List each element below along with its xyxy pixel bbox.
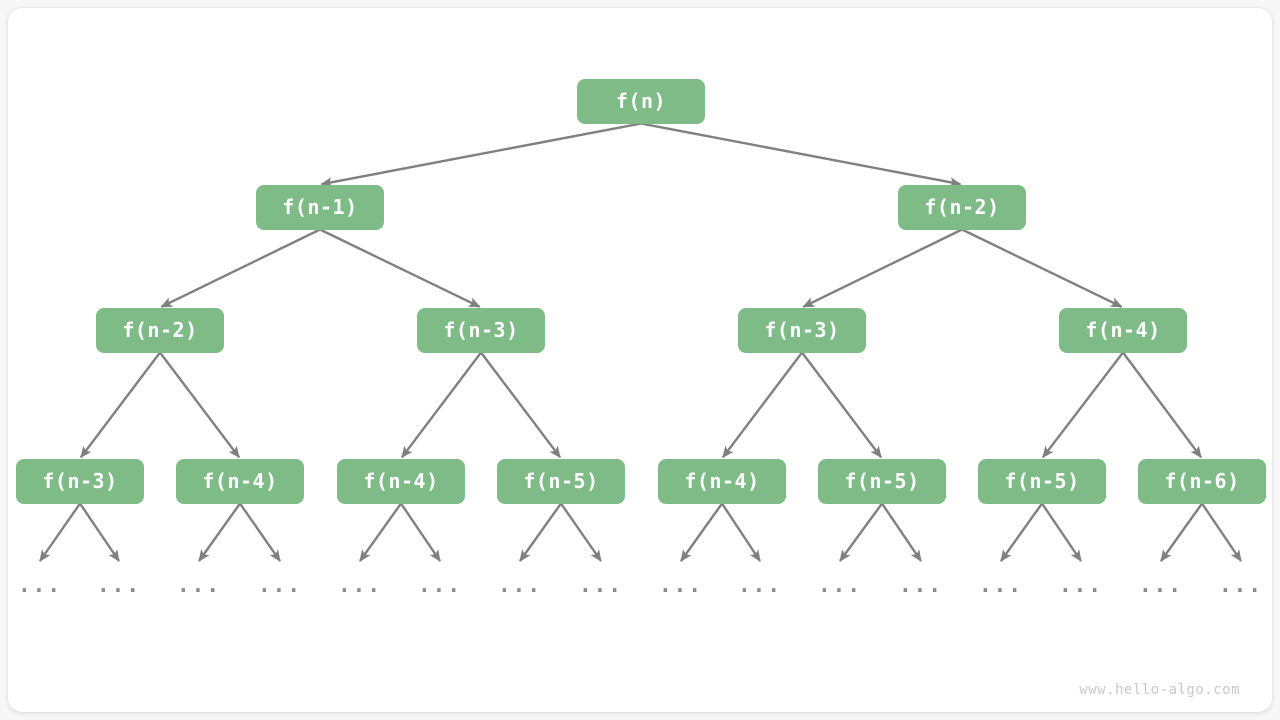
ellipsis-marker: ... (979, 573, 1023, 597)
tree-node[interactable]: f(n-2) (898, 184, 1026, 230)
tree-node[interactable]: f(n-5) (818, 458, 946, 504)
tree-node[interactable]: f(n-5) (497, 458, 625, 504)
tree-node[interactable]: f(n) (577, 78, 705, 124)
ellipsis-marker: ... (1139, 573, 1183, 597)
ellipsis-marker: ... (498, 573, 542, 597)
tree-node[interactable]: f(n-6) (1138, 458, 1266, 504)
watermark: www.hello-algo.com (1079, 682, 1240, 698)
ellipsis-marker: ... (579, 573, 623, 597)
ellipsis-marker: ... (899, 573, 943, 597)
ellipsis-marker: ... (1059, 573, 1103, 597)
ellipsis-marker: ... (97, 573, 141, 597)
tree-node[interactable]: f(n-3) (16, 458, 144, 504)
ellipsis-marker: ... (338, 573, 382, 597)
tree-node[interactable]: f(n-1) (256, 184, 384, 230)
ellipsis-marker: ... (177, 573, 221, 597)
tree-node[interactable]: f(n-4) (176, 458, 304, 504)
ellipsis-marker: ... (418, 573, 462, 597)
tree-node[interactable]: f(n-4) (337, 458, 465, 504)
ellipsis-marker: ... (1219, 573, 1263, 597)
ellipsis-marker: ... (818, 573, 862, 597)
tree-node[interactable]: f(n-3) (417, 307, 545, 353)
ellipsis-marker: ... (659, 573, 703, 597)
tree-node[interactable]: f(n-4) (658, 458, 786, 504)
tree-node[interactable]: f(n-5) (978, 458, 1106, 504)
tree-node[interactable]: f(n-2) (96, 307, 224, 353)
tree-node[interactable]: f(n-4) (1059, 307, 1187, 353)
ellipsis-marker: ... (258, 573, 302, 597)
tree-node[interactable]: f(n-3) (738, 307, 866, 353)
ellipsis-marker: ... (738, 573, 782, 597)
ellipsis-marker: ... (18, 573, 62, 597)
